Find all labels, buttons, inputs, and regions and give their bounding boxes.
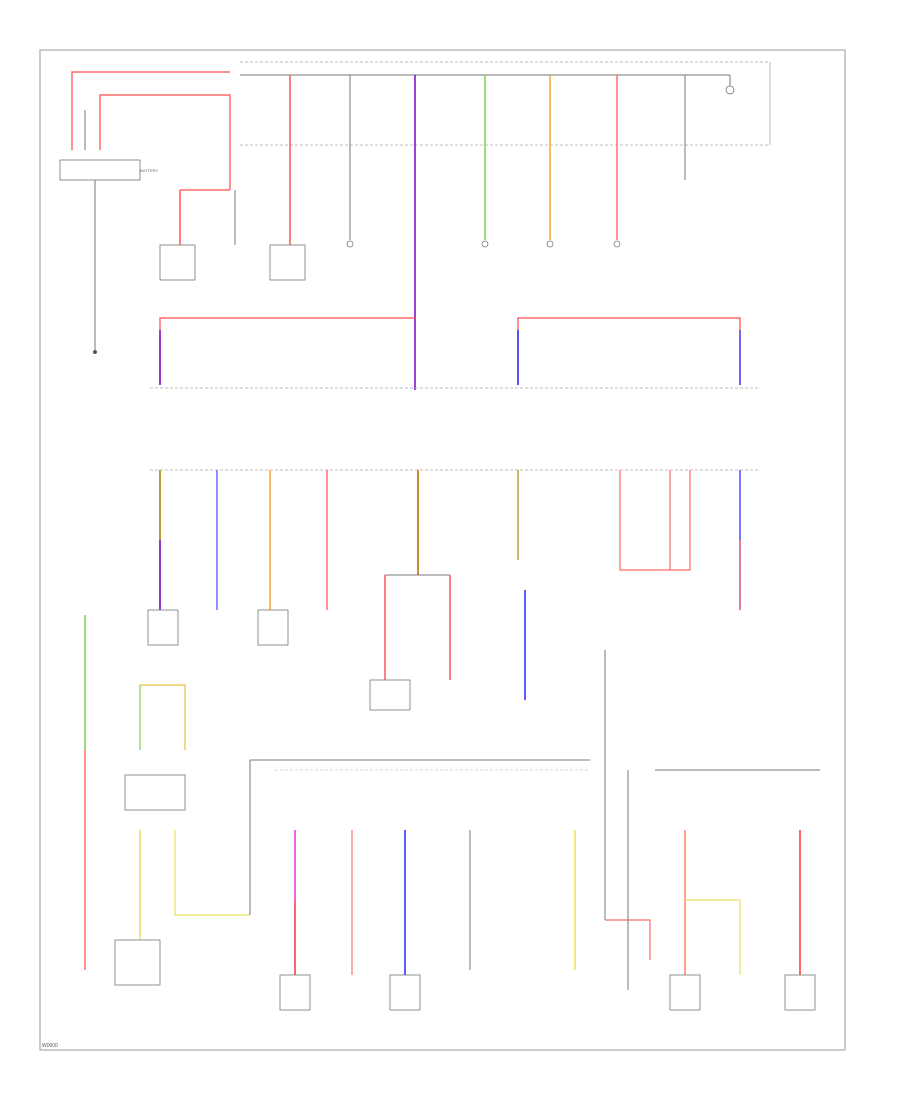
battery-symbol — [59, 159, 141, 181]
ground-point — [93, 350, 97, 354]
lower-section — [84, 615, 820, 1011]
diagram-frame — [39, 49, 846, 1051]
top-fuse-drops — [269, 75, 735, 390]
middle-drops — [147, 470, 741, 711]
battery-label: BATTERY — [140, 168, 158, 173]
battery-section: BATTERY — [59, 71, 236, 354]
figure-reference: W0000 — [42, 1043, 58, 1049]
starter-component — [159, 244, 196, 281]
middle-rails — [150, 317, 760, 471]
top-fuse-box — [240, 61, 771, 146]
